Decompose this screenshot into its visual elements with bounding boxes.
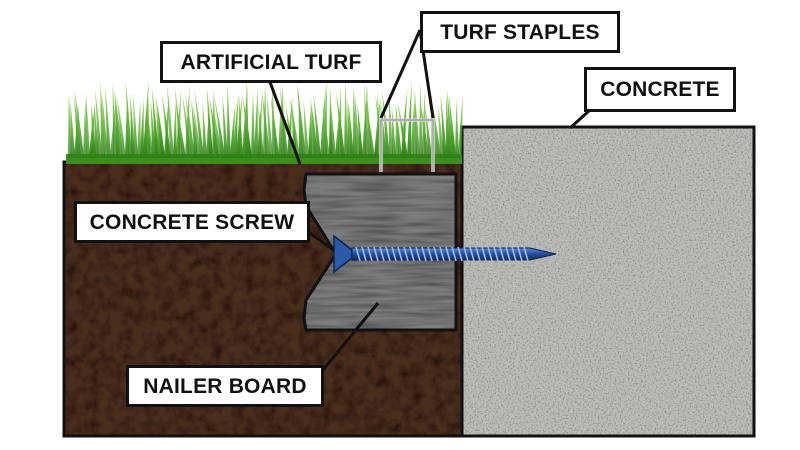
- concrete-block: [460, 125, 756, 438]
- turf-staple: [379, 118, 435, 172]
- artificial-turf: [66, 80, 464, 164]
- label-nailer-board: NAILER BOARD: [126, 365, 324, 407]
- label-concrete-screw: CONCRETE SCREW: [74, 201, 310, 243]
- concrete-screw: [333, 234, 557, 274]
- label-concrete: CONCRETE: [584, 67, 736, 112]
- label-artificial-turf: ARTIFICIAL TURF: [160, 41, 382, 83]
- label-turf-staples: TURF STAPLES: [420, 11, 620, 53]
